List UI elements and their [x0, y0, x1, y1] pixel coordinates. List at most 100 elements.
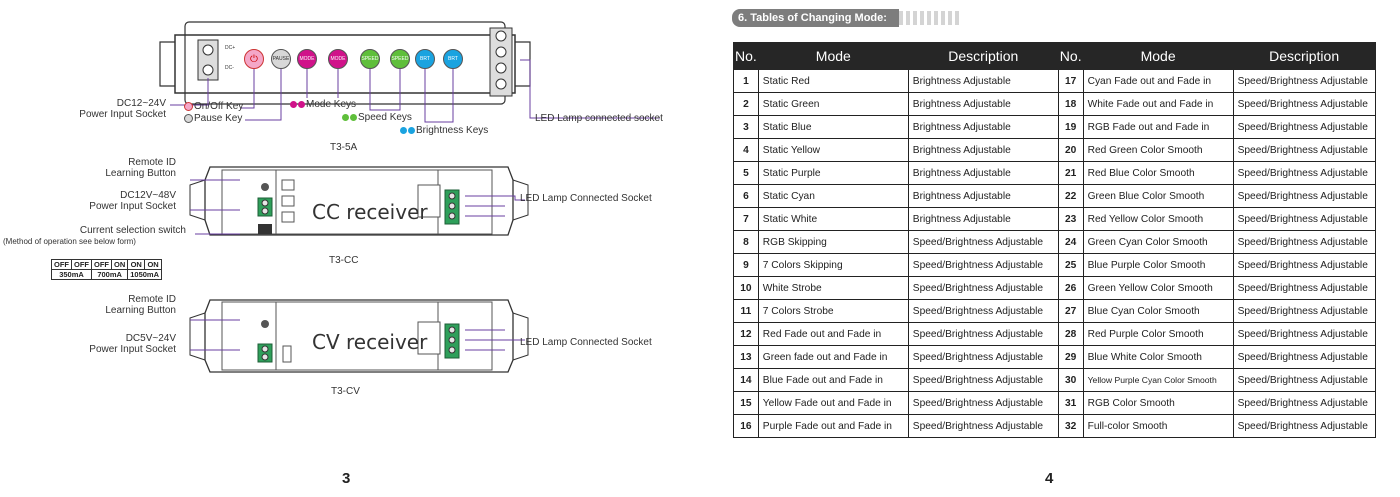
page-number-left: 3 — [342, 470, 351, 487]
t35a-power-label: DC12~24V Power Input Socket — [79, 98, 166, 120]
brightness-keys-text: Brightness Keys — [416, 125, 489, 136]
brightness-key-1: BRT — [415, 49, 435, 69]
mode-key-1: MODE — [297, 49, 317, 69]
mode-name: Yellow Purple Cyan Color Smooth — [1082, 368, 1234, 392]
mode-number: 7 — [733, 207, 759, 231]
mode-description: Brightness Adjustable — [907, 207, 1059, 231]
mode-name: Blue Purple Color Smooth — [1082, 253, 1234, 277]
mode-description: Brightness Adjustable — [907, 161, 1059, 185]
mode-name: 7 Colors Strobe — [757, 299, 909, 323]
mode-name: White Strobe — [757, 276, 909, 300]
mode-name: Blue Cyan Color Smooth — [1082, 299, 1234, 323]
mode-number: 18 — [1057, 92, 1084, 116]
mode-number: 14 — [733, 368, 759, 392]
dc-plus-label: DC+ — [225, 45, 236, 51]
mode-name: Static White — [757, 207, 909, 231]
mode-keys-text: Mode Keys — [306, 99, 357, 110]
mode-name: RGB Color Smooth — [1082, 391, 1234, 415]
mode-description: Speed/Brightness Adjustable — [1232, 184, 1376, 208]
sw-cell: ON — [110, 259, 129, 270]
mode-key-2: MODE — [328, 49, 348, 69]
sw-cell: 700mA — [90, 269, 129, 280]
t35a-caption: T3-5A — [330, 142, 358, 153]
header-description: Description — [1232, 42, 1376, 70]
sw-cell: 350mA — [51, 269, 92, 280]
mode-description: Speed/Brightness Adjustable — [1232, 414, 1376, 438]
cc-power-label: DC12V~48V Power Input Socket — [89, 190, 176, 212]
mode-number: 22 — [1057, 184, 1084, 208]
onoff-key-text: On/Off Key — [194, 101, 244, 112]
sw-cell: OFF — [71, 259, 92, 270]
mode-name: Green Yellow Color Smooth — [1082, 276, 1234, 300]
mode-name: Red Yellow Color Smooth — [1082, 207, 1234, 231]
header-no: No. — [733, 42, 759, 70]
dc-minus-label: DC- — [225, 65, 234, 71]
speed-keys-label: Speed Keys — [342, 112, 412, 123]
mode-name: Static Yellow — [757, 138, 909, 162]
mode-name: Red Fade out and Fade in — [757, 322, 909, 346]
mode-keys-label: Mode Keys — [290, 99, 356, 110]
page-number-right: 4 — [1045, 470, 1054, 487]
mode-number: 21 — [1057, 161, 1084, 185]
mode-number: 32 — [1057, 414, 1084, 438]
power-icon: ⏻ — [250, 53, 258, 65]
mode-description: Speed/Brightness Adjustable — [1232, 391, 1376, 415]
mode-name: Static Green — [757, 92, 909, 116]
mode-description: Brightness Adjustable — [907, 138, 1059, 162]
section-heading: 6. Tables of Changing Mode: — [732, 9, 959, 27]
mode-description: Speed/Brightness Adjustable — [1232, 69, 1376, 93]
mode-description: Speed/Brightness Adjustable — [1232, 138, 1376, 162]
pause-key-label: Pause Key — [184, 113, 242, 124]
sw-cell: 1050mA — [127, 269, 163, 280]
table-header-row: No. Mode Description No. Mode Descriptio… — [733, 42, 1376, 70]
mode-name: Blue Fade out and Fade in — [757, 368, 909, 392]
speed-key-1: SPEED — [360, 49, 380, 69]
brightness-key-2: BRT — [443, 49, 463, 69]
mode-description: Brightness Adjustable — [907, 184, 1059, 208]
mode-name: Green fade out and Fade in — [757, 345, 909, 369]
mode-description: Speed/Brightness Adjustable — [907, 345, 1059, 369]
header-mode: Mode — [1082, 42, 1234, 70]
mode-name: Green Cyan Color Smooth — [1082, 230, 1234, 254]
mode-number: 10 — [733, 276, 759, 300]
brightness-keys-label: Brightness Keys — [400, 125, 488, 136]
mode-name: 7 Colors Skipping — [757, 253, 909, 277]
speed-keys-text: Speed Keys — [358, 112, 412, 123]
mode-number: 12 — [733, 322, 759, 346]
onoff-key-label: On/Off Key — [184, 101, 243, 112]
mode-name: Red Purple Color Smooth — [1082, 322, 1234, 346]
mode-description: Speed/Brightness Adjustable — [1232, 299, 1376, 323]
heading-pattern — [898, 11, 959, 25]
mode-name: Blue White Color Smooth — [1082, 345, 1234, 369]
mode-name: RGB Skipping — [757, 230, 909, 254]
mode-name: RGB Fade out and Fade in — [1082, 115, 1234, 139]
mode-description: Speed/Brightness Adjustable — [1232, 115, 1376, 139]
pause-key: PAUSE — [271, 49, 291, 69]
mode-number: 6 — [733, 184, 759, 208]
mode-description: Brightness Adjustable — [907, 92, 1059, 116]
mode-number: 5 — [733, 161, 759, 185]
mode-number: 23 — [1057, 207, 1084, 231]
cv-power-label: DC5V~24V Power Input Socket — [89, 333, 176, 355]
mode-number: 30 — [1057, 368, 1084, 392]
mode-name: Static Purple — [757, 161, 909, 185]
mode-description: Speed/Brightness Adjustable — [907, 391, 1059, 415]
mode-description: Brightness Adjustable — [907, 69, 1059, 93]
t3cv-caption: T3-CV — [331, 386, 360, 397]
mode-number: 20 — [1057, 138, 1084, 162]
mode-description: Speed/Brightness Adjustable — [907, 253, 1059, 277]
current-switch-table: OFF OFF OFF ON ON ON 350mA 700mA 1050mA — [51, 259, 163, 280]
mode-name: Full-color Smooth — [1082, 414, 1234, 438]
mode-description: Speed/Brightness Adjustable — [907, 322, 1059, 346]
mode-description: Speed/Brightness Adjustable — [907, 276, 1059, 300]
mode-name: Purple Fade out and Fade in — [757, 414, 909, 438]
